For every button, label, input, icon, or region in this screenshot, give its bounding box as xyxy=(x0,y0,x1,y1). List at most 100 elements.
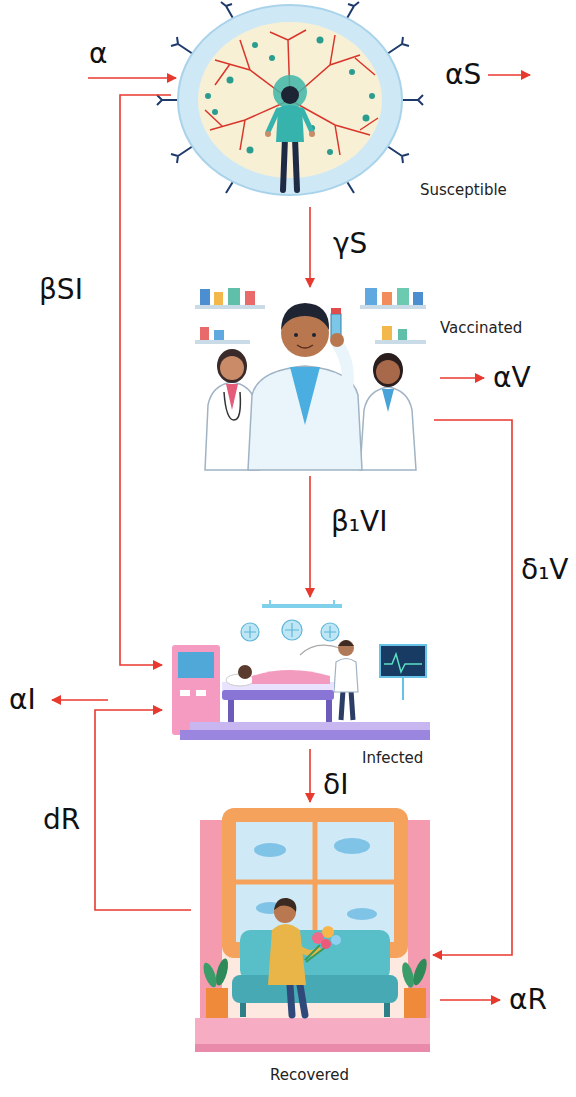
infected-illustration xyxy=(270,600,334,604)
doctor-figure xyxy=(248,303,362,470)
compartment-name: Vaccinated xyxy=(440,320,522,337)
equipment-icon xyxy=(244,623,336,638)
flow-connector xyxy=(309,476,311,597)
bottle xyxy=(397,288,409,305)
flow-arrow xyxy=(488,74,530,76)
doctor-figure xyxy=(334,659,358,693)
bottle xyxy=(214,292,223,305)
bed xyxy=(222,690,334,700)
susceptible-illustration xyxy=(283,138,297,190)
sofa xyxy=(232,930,398,1017)
susceptible-illustration xyxy=(281,86,299,104)
susceptible-illustration xyxy=(205,30,378,155)
bouquet xyxy=(322,926,334,938)
sofa xyxy=(384,1003,390,1017)
bed xyxy=(326,700,332,722)
vaccinated-illustration xyxy=(195,288,426,470)
nurse-figure xyxy=(217,349,247,383)
nurse-figure xyxy=(226,384,238,410)
nurse-figure xyxy=(376,360,400,384)
cloud xyxy=(334,838,370,854)
cell-dot xyxy=(205,93,211,99)
shelf xyxy=(375,340,426,344)
susceptible-illustration xyxy=(198,22,382,178)
shelf xyxy=(195,305,265,309)
cell-dot xyxy=(369,93,375,99)
doctor-figure xyxy=(290,367,320,425)
receptor-spike xyxy=(162,6,418,193)
susceptible-illustration xyxy=(276,105,304,142)
doctor-figure xyxy=(338,640,354,646)
infected-illustration xyxy=(180,690,190,696)
compartment: Vaccinated xyxy=(185,290,430,470)
plant xyxy=(214,957,231,987)
rate-label: δ₁V xyxy=(520,556,570,584)
bed xyxy=(252,670,330,684)
cloud xyxy=(254,843,286,857)
recovered-illustration xyxy=(236,822,394,942)
nurse-figure xyxy=(360,353,416,470)
nurse-figure xyxy=(224,392,240,420)
doctor-figure xyxy=(294,333,298,337)
compartment-name: Susceptible xyxy=(420,182,507,199)
plant xyxy=(411,957,430,987)
rate-label: dR xyxy=(42,806,81,834)
flow-arrow xyxy=(52,699,108,701)
susceptible-illustration xyxy=(178,5,402,195)
recovered-illustration xyxy=(236,822,394,942)
rate-label: αR xyxy=(508,986,548,1014)
compartment: Susceptible xyxy=(175,3,405,197)
bed xyxy=(228,700,234,722)
doctor-figure xyxy=(297,345,313,348)
doctor-figure xyxy=(338,345,348,395)
compartment: Recovered xyxy=(195,805,430,1055)
bottle xyxy=(228,288,240,305)
compartment-name: Infected xyxy=(362,750,423,767)
flow-arrow xyxy=(440,999,500,1001)
recovered-illustration xyxy=(195,808,430,1052)
cell-dot xyxy=(363,115,370,122)
cell-dot xyxy=(205,37,375,156)
rate-label: αS xyxy=(444,61,482,89)
bottle xyxy=(398,329,407,340)
recovered-illustration xyxy=(195,1044,430,1052)
flow-connector xyxy=(309,207,311,287)
cell-dot xyxy=(317,37,324,44)
bottle xyxy=(365,288,377,305)
compartment: Infected xyxy=(165,600,430,745)
bottle xyxy=(245,291,255,305)
plant xyxy=(404,988,426,1018)
nurse-figure xyxy=(373,353,403,387)
susceptible-illustration xyxy=(265,131,271,137)
flow-connector xyxy=(120,95,171,665)
doctor-figure xyxy=(341,690,353,720)
nurse-figure xyxy=(382,389,394,412)
nurse-figure xyxy=(220,356,244,380)
flow-connector xyxy=(433,420,512,955)
flow-arrow xyxy=(52,75,530,1000)
bottle xyxy=(214,330,224,340)
cloud xyxy=(347,908,377,920)
plant xyxy=(206,988,228,1018)
compartment-name: Recovered xyxy=(270,1067,349,1084)
sofa xyxy=(240,930,390,980)
bottle xyxy=(413,292,423,305)
cell-dot xyxy=(269,55,275,61)
person-figure xyxy=(274,898,296,912)
person-figure xyxy=(268,898,318,1015)
doctor-figure xyxy=(312,333,316,337)
bouquet xyxy=(331,935,341,945)
flow-arrow xyxy=(88,77,176,79)
cell-dot xyxy=(327,149,333,155)
infected-illustration xyxy=(384,654,422,672)
bottle xyxy=(382,326,392,340)
doctor-figure xyxy=(338,640,354,656)
rate-label: αV xyxy=(492,364,532,392)
doctor-figure xyxy=(330,333,344,347)
cell-dot xyxy=(252,42,258,48)
infected-illustration xyxy=(300,645,340,655)
